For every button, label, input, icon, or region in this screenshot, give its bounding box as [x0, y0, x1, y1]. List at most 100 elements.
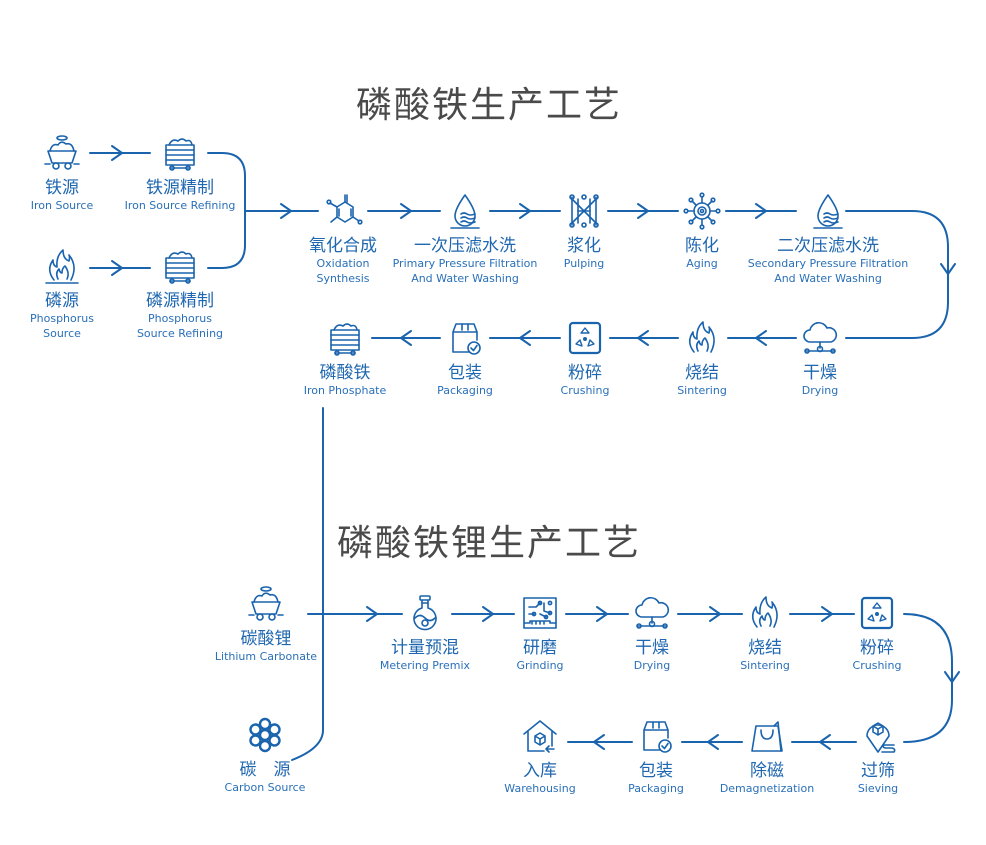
node-label-zh: 烧结: [685, 363, 719, 383]
connector-refining-merge: [207, 152, 319, 269]
node-label-en: Metering Premix: [379, 659, 471, 672]
connector-packaging-to-warehouse: [567, 734, 633, 750]
node-sieving: 过筛 Sieving: [788, 716, 968, 796]
connector-secondary-to-drying: [845, 210, 956, 339]
node-label-zh: 粉碎: [568, 363, 602, 383]
connector-packaging-to-iron-phosphate: [371, 330, 441, 346]
node-demagnetization: 除磁 Demagnetization: [677, 716, 857, 796]
node-lithium-carbonate: 碳酸锂 Lithium Carbonate: [176, 584, 356, 664]
node-label-zh: 包装: [448, 363, 482, 383]
node-secondary-filtration: 二次压滤水洗 Secondary Pressure Filtration And…: [738, 191, 918, 286]
shopping-bag-icon: [747, 716, 787, 756]
node-aging: 陈化 Aging: [612, 191, 792, 271]
virus-aging-icon: [682, 191, 722, 231]
node-grinding: 研磨 Grinding: [450, 593, 630, 673]
node-label-zh: 磷酸铁: [319, 363, 371, 383]
ore-wagon-icon: [160, 246, 200, 286]
package-check-icon: [636, 716, 676, 756]
connector-aging-to-secondary: [725, 203, 797, 219]
lfp-process-title: 磷酸铁锂生产工艺: [337, 523, 642, 565]
connector-grinding-to-drying: [565, 606, 629, 622]
node-oxidation-synthesis: 氧化合成 Oxidation Synthesis: [253, 191, 433, 286]
node-iron-source: 铁源 Iron Source: [0, 133, 152, 213]
node-packaging: 包装 Packaging: [375, 318, 555, 398]
connector-oxidation-to-primary: [367, 203, 441, 219]
node-label-zh: 计量预混: [391, 638, 459, 658]
node-label-zh: 铁源精制: [146, 178, 214, 198]
node-label-en-line2: Source Refining: [136, 327, 224, 340]
node-crushing: 粉碎 Crushing: [495, 318, 675, 398]
crusher-fan-icon: [857, 593, 897, 633]
node-label-en: Demagnetization: [719, 782, 815, 795]
node-label-zh: 一次压滤水洗: [414, 236, 516, 256]
node-pulping: 浆化 Pulping: [494, 191, 674, 271]
node-label-zh: 陈化: [685, 236, 719, 256]
connector-premix-to-grinding: [451, 606, 515, 622]
connector-crushing-to-packaging: [489, 330, 561, 346]
flame-burner-icon: [42, 246, 82, 286]
node-label-en: Iron Phosphate: [303, 384, 387, 397]
node-label-en-line2: Source: [43, 327, 81, 340]
node-label-en: Lithium Carbonate: [214, 650, 318, 663]
node-label-en: Iron Source: [30, 199, 94, 212]
node-label-zh: 干燥: [635, 638, 669, 658]
node-label-zh: 碳 源: [239, 760, 291, 780]
connector-sintering-to-crushing-lfp: [789, 606, 855, 622]
connector-phosphorus-to-refining: [89, 260, 151, 276]
node-label-en: Pulping: [563, 257, 605, 270]
node-drying: 干燥 Drying: [730, 318, 910, 398]
node-sintering-lfp: 烧结 Sintering: [675, 593, 855, 673]
node-label-en: Packaging: [628, 782, 684, 795]
pulping-icon: [564, 191, 604, 231]
node-label-en-line1: Phosphorus: [148, 312, 212, 325]
node-warehousing: 入库 Warehousing: [450, 716, 630, 796]
node-phosphorus-source: 磷源 Phosphorus Source: [0, 246, 152, 341]
node-packaging-lfp: 包装 Packaging: [566, 716, 746, 796]
node-label-zh: 氧化合成: [309, 236, 377, 256]
node-label-en-line1: Primary Pressure Filtration: [392, 257, 538, 270]
node-crushing-lfp: 粉碎 Crushing: [787, 593, 967, 673]
mine-cart-icon: [42, 133, 82, 173]
node-label-zh: 铁源: [45, 178, 79, 198]
node-label-en: Drying: [801, 384, 839, 397]
node-phosphorus-source-refining: 磷源精制 Phosphorus Source Refining: [90, 246, 270, 341]
warehouse-icon: [520, 716, 560, 756]
node-label-en: Aging: [686, 257, 718, 270]
node-primary-filtration: 一次压滤水洗 Primary Pressure Filtration And W…: [375, 191, 555, 286]
node-label-en: Packaging: [437, 384, 493, 397]
water-drop-icon: [445, 191, 485, 231]
node-label-en: Iron Source Refining: [124, 199, 236, 212]
node-label-zh: 二次压滤水洗: [777, 236, 879, 256]
node-label-zh: 包装: [639, 761, 673, 781]
node-label-zh: 磷源精制: [146, 291, 214, 311]
crusher-fan-icon: [565, 318, 605, 358]
node-label-en: Crushing: [560, 384, 610, 397]
connector-sieving-to-demag: [791, 734, 857, 750]
node-label-zh: 碳酸锂: [240, 629, 292, 649]
flame-icon: [682, 318, 722, 358]
node-iron-phosphate: 磷酸铁 Iron Phosphate: [255, 318, 435, 398]
ore-wagon-icon: [160, 133, 200, 173]
node-label-en: Drying: [633, 659, 671, 672]
node-label-zh: 磷源: [45, 291, 79, 311]
molecule-icon: [323, 191, 363, 231]
iron-phosphate-process-title: 磷酸铁生产工艺: [356, 85, 623, 127]
connector-pulping-to-aging: [607, 203, 679, 219]
connector-drying-to-sintering-lfp: [677, 606, 743, 622]
node-label-zh: 研磨: [523, 638, 557, 658]
node-label-en-line2: And Water Washing: [774, 272, 882, 285]
node-drying-lfp: 干燥 Drying: [562, 593, 742, 673]
connector-crushing-to-sieving: [903, 613, 960, 743]
circuit-board-icon: [520, 593, 560, 633]
node-label-en-line2: And Water Washing: [411, 272, 519, 285]
carbon-rings-icon: [245, 715, 285, 755]
node-label-en-line2: Synthesis: [316, 272, 370, 285]
flame-icon: [745, 593, 785, 633]
connector-iron-phosphate-feed: [291, 407, 403, 761]
node-label-en: Sintering: [677, 384, 727, 397]
water-drop-icon: [808, 191, 848, 231]
node-iron-source-refining: 铁源精制 Iron Source Refining: [90, 133, 270, 213]
ore-wagon-icon: [325, 318, 365, 358]
node-label-en: Warehousing: [504, 782, 576, 795]
